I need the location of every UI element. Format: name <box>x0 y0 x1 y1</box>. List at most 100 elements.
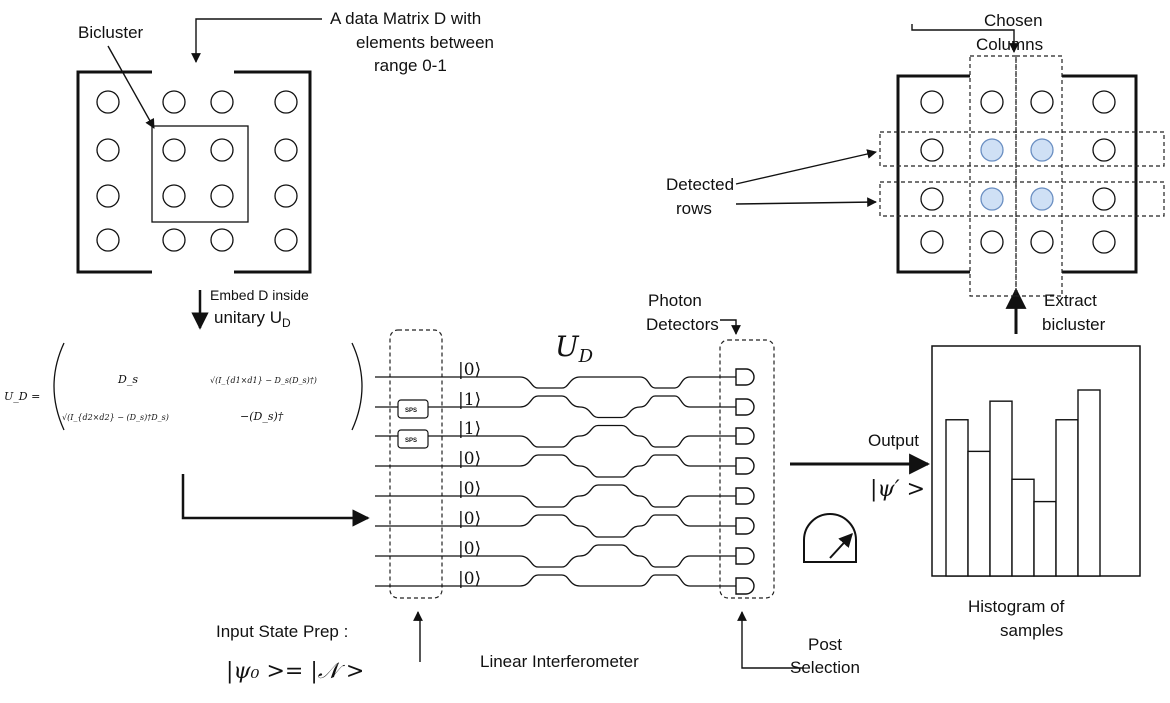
result-cell-r4c4 <box>1092 230 1116 254</box>
matrix-cell-r2c4 <box>274 138 298 162</box>
detector-icon-3 <box>735 427 755 445</box>
detector-icon-8 <box>735 577 755 595</box>
linear-interferometer-label: Linear Interferometer <box>480 652 639 671</box>
data-matrix-left <box>76 70 312 274</box>
embed-label-2: unitary UD <box>214 308 291 330</box>
matrix-cell-r2c2 <box>162 138 186 162</box>
post-selection-arrow <box>737 611 804 669</box>
histogram-bar-4 <box>1011 478 1035 577</box>
matrix-cell-r2c1 <box>96 138 120 162</box>
result-cell-r1c2 <box>980 90 1004 114</box>
output-state: |ψ′ > <box>870 477 925 502</box>
beamsplitter-network <box>519 376 691 587</box>
input-ket-7: |0⟩ <box>458 539 481 559</box>
input-prep-arrow <box>413 611 423 662</box>
beamsplitter-9-upper <box>639 435 691 448</box>
equation-r1c1: D_s <box>117 373 138 386</box>
data-matrix-label-1: A data Matrix D with <box>330 9 481 28</box>
matrix-cell-r3c2 <box>162 184 186 208</box>
input-prep-box <box>389 329 443 599</box>
data-matrix-label-3: range 0-1 <box>374 56 447 75</box>
beamsplitter-8-upper <box>639 376 691 389</box>
histogram-label-2: samples <box>1000 621 1063 640</box>
beamsplitter-5-lower <box>579 424 641 437</box>
matrix-cell-r3c3 <box>210 184 234 208</box>
histogram-bars <box>945 389 1101 577</box>
data-matrix-arrow <box>191 18 322 63</box>
matrix-cell-r1c3 <box>210 90 234 114</box>
beamsplitter-7-lower <box>579 544 641 557</box>
photon-detectors-arrow <box>720 319 741 335</box>
bicluster-cell-r2c3 <box>1030 138 1054 162</box>
beamsplitter-10-lower <box>639 514 691 527</box>
detected-rows-arrow-1 <box>735 149 877 185</box>
chosen-columns-label-2: Columns <box>976 35 1043 54</box>
matrix-cell-r1c1 <box>96 90 120 114</box>
bicluster-cell-r2c2 <box>980 138 1004 162</box>
histogram-bar-3 <box>989 400 1013 577</box>
post-selection-label-2: Selection <box>790 658 860 677</box>
bicluster-arrow <box>107 45 155 129</box>
result-cell-r1c4 <box>1092 90 1116 114</box>
result-cell-r1c3 <box>1030 90 1054 114</box>
histogram-label-1: Histogram of <box>968 597 1065 616</box>
detected-rows-label-1: Detected <box>666 175 734 194</box>
sps-source-1: SPS <box>397 399 429 419</box>
equation-lhs: U_D = <box>4 390 40 403</box>
equation-r1c2: √(I_{d1×d1} − D_s(D_s)†) <box>210 376 317 385</box>
unitary-equation: U_D = D_s √(I_{d1×d1} − D_s(D_s)†) √(I_{… <box>4 342 363 431</box>
result-cell-r4c1 <box>920 230 944 254</box>
svg-text:SPS: SPS <box>405 438 417 444</box>
equation-to-circuit-arrow <box>181 474 370 527</box>
beamsplitter-3-lower <box>519 514 581 527</box>
result-cell-r2c4 <box>1092 138 1116 162</box>
photon-detector-box <box>719 339 775 599</box>
beamsplitter-11-upper <box>639 555 691 568</box>
detector-icon-4 <box>735 457 755 475</box>
data-matrix-label-2: elements between <box>356 33 494 52</box>
post-selection-label-1: Post <box>808 635 842 654</box>
equation-r2c2: −(D_s)† <box>240 410 284 423</box>
beamsplitter-6-lower <box>579 484 641 497</box>
beamsplitter-1-lower <box>519 395 581 408</box>
histogram-bar-5 <box>1033 500 1057 577</box>
input-state-equation: |ψ₀ >= |𝒩 > <box>226 659 364 684</box>
beamsplitter-7-upper <box>579 525 641 538</box>
input-ket-2: |1⟩ <box>458 390 481 410</box>
detector-icon-7 <box>735 547 755 565</box>
matrix-cell-r1c4 <box>274 90 298 114</box>
beamsplitter-4-lower <box>519 574 581 587</box>
matrix-cell-r3c4 <box>274 184 298 208</box>
beamsplitter-5-upper <box>579 406 641 419</box>
input-ket-6: |0⟩ <box>458 509 481 529</box>
beamsplitter-2-upper <box>519 435 581 448</box>
input-ket-1: |0⟩ <box>458 360 481 380</box>
input-ket-8: |0⟩ <box>458 569 481 589</box>
equation-r2c1: √(I_{d2×d2} − (D_s)†D_s) <box>62 413 169 422</box>
matrix-cell-r4c1 <box>96 228 120 252</box>
chosen-columns-arrow <box>911 24 1019 53</box>
input-ket-5: |0⟩ <box>458 479 481 499</box>
matrix-cell-r4c3 <box>210 228 234 252</box>
extract-label-2: bicluster <box>1042 315 1106 334</box>
chosen-column-2 <box>1015 55 1063 297</box>
detector-icon-6 <box>735 517 755 535</box>
photon-detectors-label-1: Photon <box>648 291 702 310</box>
matrix-cell-r3c1 <box>96 184 120 208</box>
result-cell-r3c4 <box>1092 187 1116 211</box>
input-kets: |0⟩ |1⟩ |1⟩ |0⟩ |0⟩ |0⟩ |0⟩ |0⟩ <box>458 360 481 589</box>
photon-detectors <box>735 368 755 595</box>
beamsplitter-9-lower <box>639 454 691 467</box>
beamsplitter-1-upper <box>519 376 581 389</box>
input-ket-3: |1⟩ <box>458 419 481 439</box>
matrix-cell-r4c2 <box>162 228 186 252</box>
bicluster-box <box>151 125 249 223</box>
detector-icon-1 <box>735 368 755 386</box>
beamsplitter-6-upper <box>579 465 641 478</box>
detected-row-1 <box>879 131 1165 167</box>
result-cell-r2c1 <box>920 138 944 162</box>
extract-label-1: Extract <box>1044 291 1097 310</box>
input-ket-4: |0⟩ <box>458 449 481 469</box>
bicluster-cell-r3c3 <box>1030 187 1054 211</box>
